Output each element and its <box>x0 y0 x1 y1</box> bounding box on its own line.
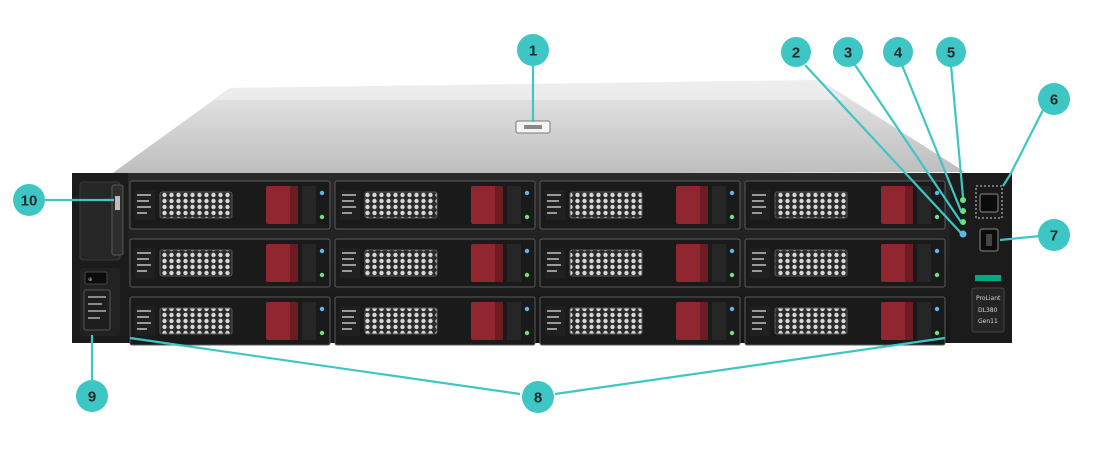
drive-vent-mesh <box>569 191 643 219</box>
pull-out-tab-label <box>115 196 120 210</box>
svg-text:2: 2 <box>792 45 800 62</box>
drive-activity-led <box>729 248 735 254</box>
drive-activity-led <box>319 306 325 312</box>
drive-activity-led <box>319 190 325 196</box>
leader-line-7 <box>999 234 1041 242</box>
drive-status-led <box>524 272 530 278</box>
drive-status-led <box>729 272 735 278</box>
drive-status-led <box>319 214 325 220</box>
drive-bay-grid <box>129 180 946 346</box>
svg-text:3: 3 <box>844 45 852 62</box>
drive-status-led <box>934 272 940 278</box>
drive-bay <box>129 296 331 346</box>
drive-activity-led <box>729 306 735 312</box>
svg-text:10: 10 <box>21 193 38 210</box>
leader-line-5 <box>949 64 965 198</box>
drive-vent-mesh <box>774 307 848 335</box>
leader-line-8a <box>129 336 521 396</box>
serial-label-tab-slot <box>524 125 542 129</box>
svg-text:8: 8 <box>534 390 542 407</box>
drive-vent-mesh <box>569 249 643 277</box>
drive-activity-led <box>729 190 735 196</box>
callout-5: 5 <box>936 37 966 67</box>
drive-bay <box>539 296 741 346</box>
drive-status-led <box>934 330 940 336</box>
callout-2: 2 <box>781 37 811 67</box>
chassis-top-highlight <box>215 80 845 100</box>
callout-7: 7 <box>1038 219 1070 251</box>
nic-status-led <box>960 219 966 225</box>
callout-9: 9 <box>76 380 108 412</box>
drive-bay <box>539 238 741 288</box>
power-on-led <box>960 197 966 203</box>
drive-vent-mesh <box>774 191 848 219</box>
drive-activity-led <box>934 248 940 254</box>
leader-line-6 <box>1002 109 1044 187</box>
drive-bay <box>744 296 946 346</box>
leader-line-2 <box>804 64 962 234</box>
drive-status-led <box>319 330 325 336</box>
drive-status-led <box>934 214 940 220</box>
drive-activity-led <box>934 190 940 196</box>
callout-1: 1 <box>517 34 549 66</box>
drive-bay <box>539 180 741 230</box>
pull-out-tab <box>111 184 124 256</box>
leader-line-4 <box>900 64 963 212</box>
drive-vent-mesh <box>159 249 233 277</box>
svg-text:1: 1 <box>529 43 537 60</box>
drive-bay <box>744 180 946 230</box>
callout-4: 4 <box>883 37 913 67</box>
drive-status-led <box>319 272 325 278</box>
drive-vent-mesh <box>364 191 438 219</box>
drive-status-led <box>524 330 530 336</box>
callout-10: 10 <box>13 184 45 216</box>
drive-vent-mesh <box>159 191 233 219</box>
drive-activity-led <box>319 248 325 254</box>
svg-text:4: 4 <box>894 45 903 62</box>
drive-activity-led <box>524 190 530 196</box>
drive-bay <box>129 238 331 288</box>
callout-6: 6 <box>1038 83 1070 115</box>
drive-vent-mesh <box>364 249 438 277</box>
drive-bay <box>744 238 946 288</box>
drive-bay <box>334 180 536 230</box>
leader-line-3 <box>854 64 962 223</box>
brand-line-2: DL380 <box>978 307 998 314</box>
model-badge <box>971 287 1005 333</box>
drive-activity-led <box>524 306 530 312</box>
drive-status-led <box>729 214 735 220</box>
brand-line-3: Gen11 <box>978 318 998 325</box>
svg-text:9: 9 <box>88 389 96 406</box>
drive-activity-led <box>524 248 530 254</box>
drive-vent-mesh <box>569 307 643 335</box>
svg-text:⊕: ⊕ <box>88 277 92 283</box>
callout-markers: 1 2 3 4 5 6 7 8 <box>13 34 1070 413</box>
display-port <box>979 193 999 213</box>
svg-text:7: 7 <box>1050 228 1058 245</box>
hpe-logo-bar <box>975 275 1001 281</box>
brand-line-1: ProLiant <box>976 295 1001 302</box>
ilo-service-port <box>84 271 108 285</box>
callout-8: 8 <box>522 381 554 413</box>
leader-lines <box>45 64 1044 396</box>
display-port-outline <box>975 185 1003 219</box>
drive-status-led <box>729 330 735 336</box>
drive-vent-mesh <box>364 307 438 335</box>
drive-activity-led <box>934 306 940 312</box>
callout-3: 3 <box>833 37 863 67</box>
svg-text:5: 5 <box>947 45 955 62</box>
drive-bay <box>334 296 536 346</box>
drive-status-led <box>524 214 530 220</box>
svg-text:6: 6 <box>1050 92 1058 109</box>
drive-bay <box>334 238 536 288</box>
leader-line-8b <box>554 336 946 396</box>
drive-vent-mesh <box>159 307 233 335</box>
drive-vent-mesh <box>774 249 848 277</box>
drive-bay <box>129 180 331 230</box>
